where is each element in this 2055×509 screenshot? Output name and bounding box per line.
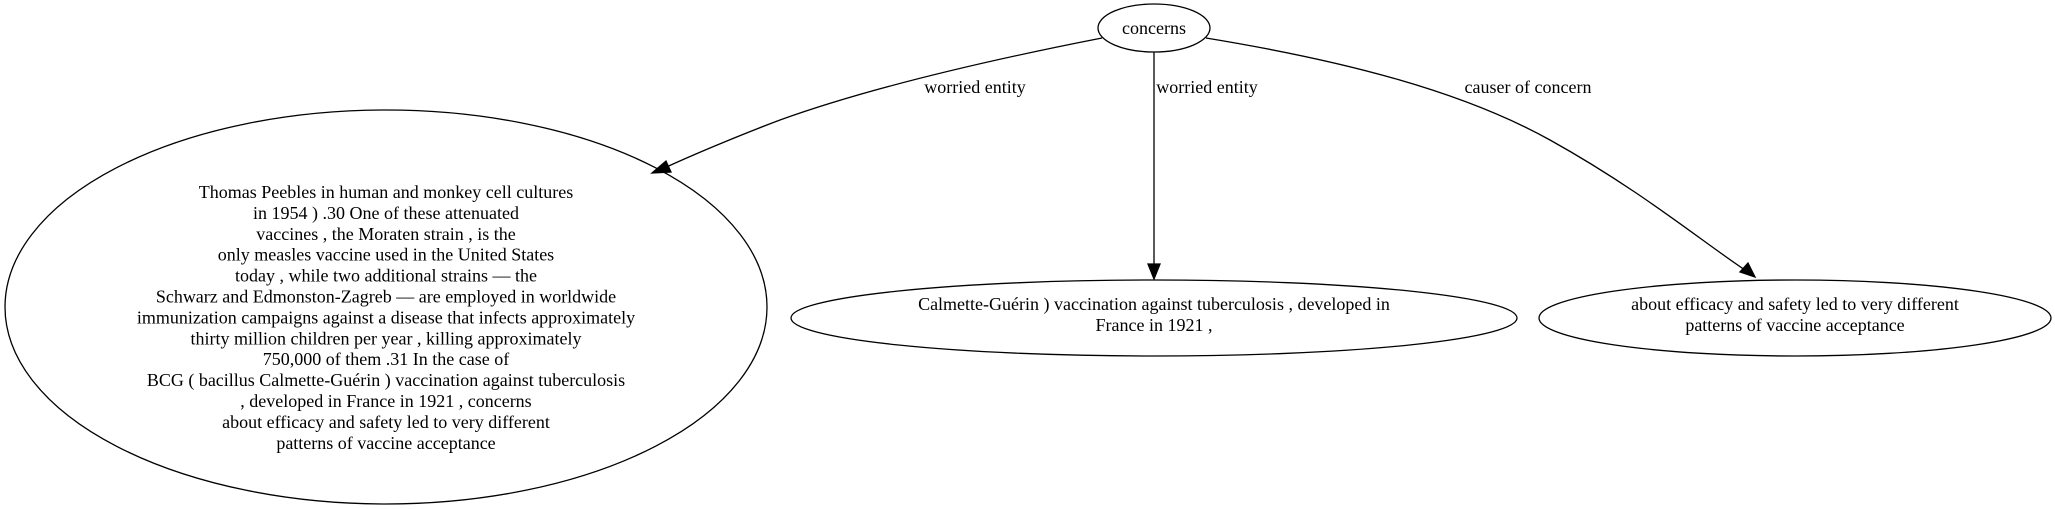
node-middle-passage: Calmette-Guérin ) vaccination against tu… (790, 279, 1518, 357)
node-label-line: 750,000 of them .31 In the case of (263, 349, 509, 369)
node-label: Calmette-Guérin ) vaccination against tu… (918, 294, 1390, 335)
node-label: concerns (1122, 18, 1186, 38)
node-right-passage: about efficacy and safety led to very di… (1538, 279, 2052, 357)
node-label-line: Thomas Peebles in human and monkey cell … (199, 182, 573, 202)
node-label-line: only measles vaccine used in the United … (218, 245, 554, 265)
edge-label-worried-entity: worried entity (1156, 77, 1257, 97)
node-ellipse (4, 109, 768, 505)
node-label-line: today , while two additional strains — t… (235, 266, 537, 286)
node-label-line: , developed in France in 1921 , concerns (240, 391, 531, 411)
edge-line (659, 37, 1103, 171)
node-label: Thomas Peebles in human and monkey cell … (137, 182, 635, 453)
node-label-line: patterns of vaccine acceptance (1685, 315, 1904, 335)
node-label-line: immunization campaigns against a disease… (137, 307, 635, 327)
node-left-passage: Thomas Peebles in human and monkey cell … (4, 109, 768, 505)
arrowhead (650, 159, 672, 174)
edge-label-worried-entity: worried entity (924, 77, 1025, 97)
edge-root-to-left: worried entity (650, 37, 1103, 174)
node-ellipse (1538, 279, 2052, 357)
node-label-line: about efficacy and safety led to very di… (1631, 294, 1959, 314)
node-label-line: BCG ( bacillus Calmette-Guérin ) vaccina… (147, 370, 625, 391)
node-ellipse (1097, 3, 1211, 53)
node-label-line: vaccines , the Moraten strain , is the (256, 224, 515, 244)
node-concerns: concerns (1097, 3, 1211, 53)
node-label-line: patterns of vaccine acceptance (276, 433, 495, 453)
node-label-line: about efficacy and safety led to very di… (222, 412, 550, 432)
node-label-line: thirty million children per year , killi… (191, 328, 582, 348)
edge-root-to-right: causer of concern (1205, 37, 1757, 279)
edge-line (1205, 37, 1746, 271)
node-ellipse (790, 279, 1518, 357)
node-label-line: Calmette-Guérin ) vaccination against tu… (918, 294, 1390, 315)
arrowhead (1147, 263, 1161, 281)
node-label: about efficacy and safety led to very di… (1631, 294, 1959, 335)
edge-root-to-middle: worried entity (1147, 52, 1258, 281)
edge-label-causer-of-concern: causer of concern (1465, 77, 1592, 97)
arrowhead (1738, 261, 1757, 279)
node-label-line: in 1954 ) .30 One of these attenuated (253, 203, 519, 224)
node-label-line: France in 1921 , (1096, 315, 1213, 335)
node-label-line: Schwarz and Edmonston-Zagreb — are emplo… (156, 287, 616, 307)
